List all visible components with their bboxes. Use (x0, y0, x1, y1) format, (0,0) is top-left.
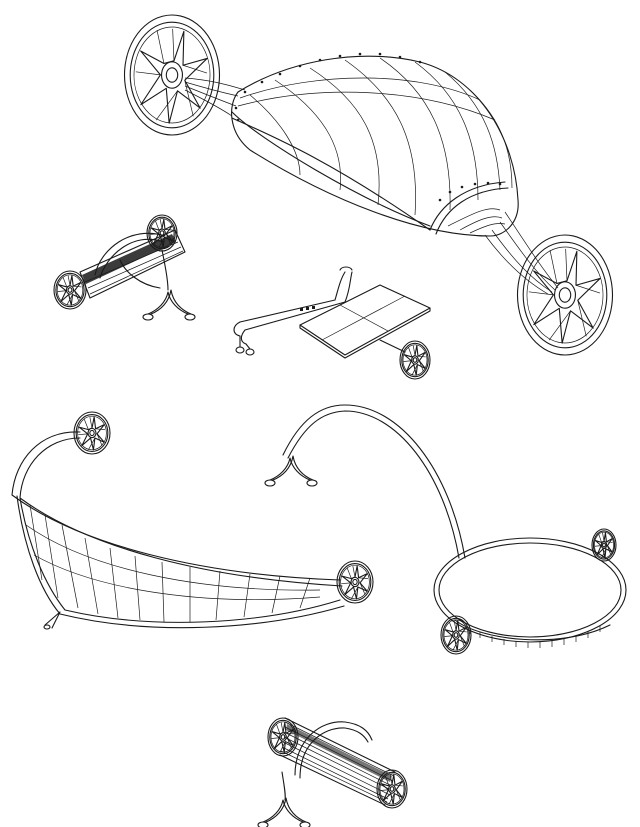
ring-back-wheel (591, 528, 617, 562)
pod-right-wheel (509, 224, 621, 366)
bench-left-wheel (53, 270, 87, 310)
ring-stand-foot (264, 455, 318, 487)
cart-tow-handle (234, 267, 352, 355)
pod-dome (185, 52, 558, 294)
roller-slatted-drum (280, 718, 395, 805)
ring-arch-frame (283, 405, 465, 558)
sling-right-wheel (336, 560, 374, 604)
wheeled-pod-shelter (116, 4, 621, 366)
bench-arch-frame (95, 233, 168, 290)
ring-with-arch (264, 405, 626, 655)
roller-right-wheel (376, 769, 408, 809)
pod-left-wheel (116, 4, 228, 146)
sling-left-wheel (73, 411, 111, 455)
bench-stand-foot (142, 289, 196, 321)
cart-wheel (399, 340, 431, 380)
cart-axle (380, 340, 405, 352)
ring-front-wheel (440, 615, 472, 655)
roller-arch-frame (282, 722, 372, 800)
wheeled-slat-bench (53, 214, 196, 321)
bench-slatted-seat (80, 230, 185, 298)
roller-bench (257, 718, 408, 827)
roller-stand-foot (257, 797, 311, 827)
flat-panel-cart (234, 267, 431, 380)
cart-flat-panel (300, 285, 430, 358)
sling-curved-sheet (12, 432, 344, 629)
ring-base (434, 538, 626, 648)
curved-sling-screen (12, 411, 374, 629)
